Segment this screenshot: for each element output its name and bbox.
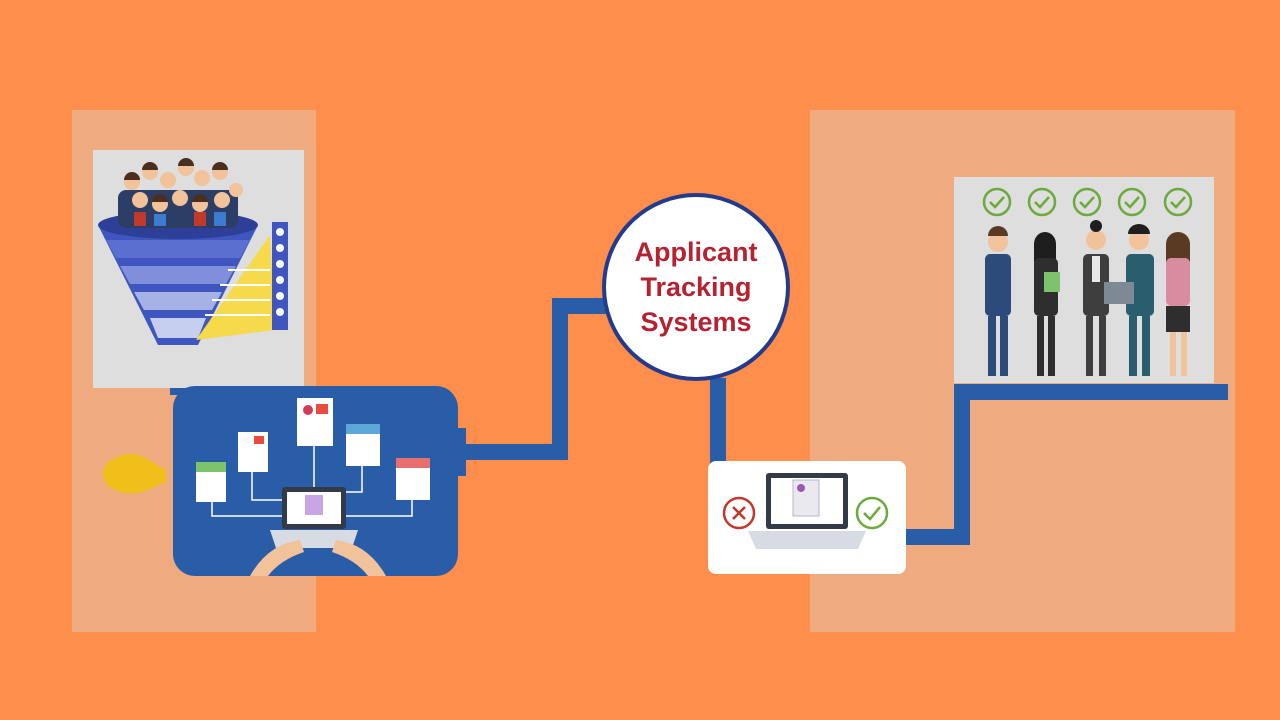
resume-card (346, 424, 380, 466)
crowd-icon (118, 158, 243, 228)
screening-card (708, 461, 906, 574)
title-line-2: Tracking (640, 271, 752, 302)
laptop-icon (748, 473, 866, 549)
laptop-icon (250, 487, 386, 576)
resume-card (396, 458, 430, 500)
resume-network-icon (173, 386, 466, 576)
pipe-laptop-to-team (905, 384, 1228, 545)
pipe-hub-to-title (462, 298, 606, 460)
check-circle-icon (855, 496, 889, 530)
candidate-funnel-panel (93, 150, 304, 388)
team-icon (954, 177, 1214, 383)
ats-title-badge: Applicant Tracking Systems (602, 193, 790, 381)
person-figure (985, 226, 1011, 376)
filter-beam (196, 235, 275, 340)
person-figure (1034, 232, 1060, 376)
person-figure (1104, 224, 1154, 376)
strip-icons (276, 228, 284, 316)
title-line-3: Systems (640, 306, 752, 337)
resume-card (196, 462, 226, 502)
x-circle-icon (722, 496, 756, 530)
person-figure (1083, 220, 1109, 376)
resume-card (297, 398, 333, 446)
lightbulb-icon (103, 454, 166, 494)
beam-lines (205, 269, 270, 316)
title-line-1: Applicant (634, 236, 758, 267)
resume-card (238, 432, 268, 472)
person-figure (1166, 232, 1190, 376)
